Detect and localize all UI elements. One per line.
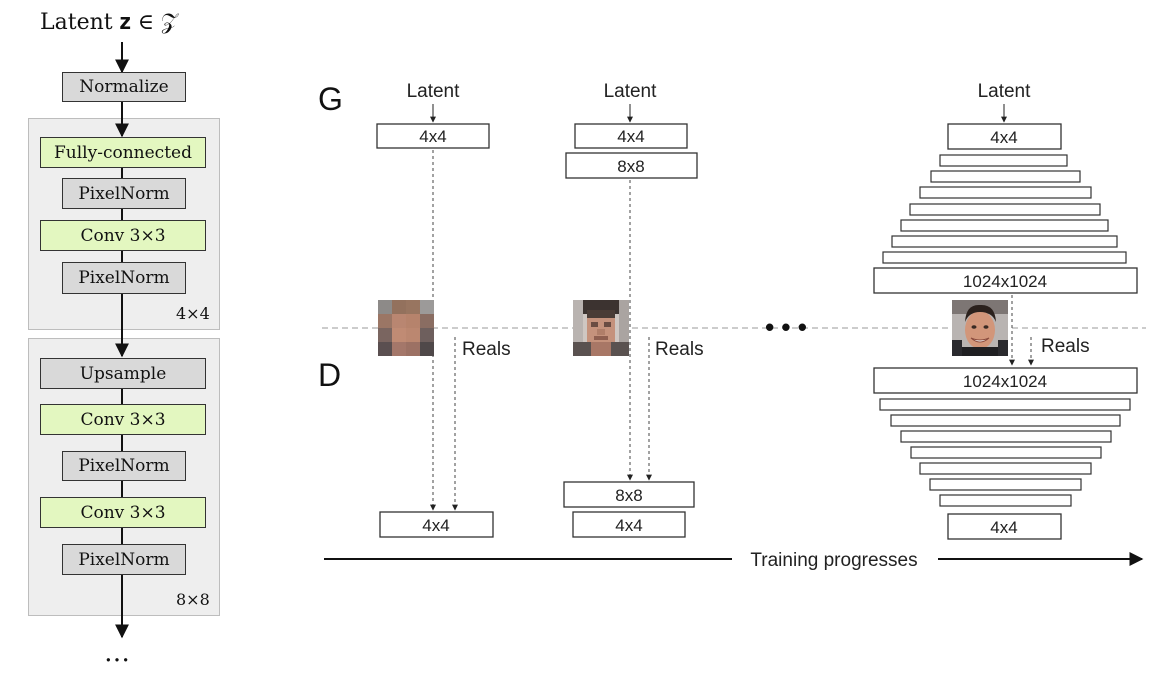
reals-label: Reals	[1041, 336, 1090, 357]
d-layer-intermediate	[929, 478, 1082, 491]
pixelnorm-layer: PixelNorm	[62, 262, 186, 294]
stage2-face-image	[573, 300, 629, 356]
axis-label: Training progresses	[750, 550, 917, 571]
normalize-layer: Normalize	[62, 72, 186, 102]
latent-label: Latent	[978, 81, 1032, 102]
d-layer-intermediate	[919, 462, 1092, 475]
pixelnorm-layer: PixelNorm	[62, 451, 186, 481]
fully-connected-layer: Fully-connected	[40, 137, 206, 168]
g-layer-8x8-label: 8x8	[617, 157, 644, 176]
block-8x8-label: 8×8	[176, 590, 210, 609]
g-layer-intermediate	[919, 186, 1092, 199]
d-intermediate-layers	[879, 398, 1131, 507]
d-layer-8x8	[563, 481, 695, 508]
g-layer-4x4-label: 4x4	[990, 128, 1017, 147]
g-layer-4x4-label: 4x4	[617, 127, 644, 146]
stage3-face-image	[952, 300, 1008, 356]
d-layer-8x8-label: 8x8	[615, 486, 642, 505]
d-label: D	[318, 357, 341, 393]
g-layer-1024-label: 1024x1024	[963, 272, 1047, 291]
g-layer-4x4	[376, 123, 490, 149]
pixelnorm-layer: PixelNorm	[62, 178, 186, 209]
g-layer-intermediate	[891, 235, 1118, 248]
d-layer-intermediate	[879, 398, 1131, 411]
g-label: G	[318, 81, 343, 117]
pixelnorm-layer: PixelNorm	[62, 544, 186, 575]
conv3x3-layer: Conv 3×3	[40, 497, 206, 528]
d-layer-1024	[873, 367, 1138, 394]
continuation-ellipsis: …	[104, 638, 130, 668]
d-layer-4x4-label: 4x4	[990, 518, 1017, 537]
d-layer-intermediate	[939, 494, 1072, 507]
g-layer-4x4	[574, 123, 688, 149]
reals-label: Reals	[462, 339, 511, 360]
g-intermediate-layers	[882, 154, 1127, 264]
d-layer-4x4	[379, 511, 494, 538]
g-layer-8x8	[565, 152, 698, 179]
d-layer-4x4	[947, 513, 1062, 540]
upsample-layer: Upsample	[40, 358, 206, 389]
d-layer-4x4-label: 4x4	[615, 516, 642, 535]
latent-label: Latent	[604, 81, 658, 102]
g-layer-intermediate	[930, 170, 1081, 183]
g-layer-4x4-label: 4x4	[419, 127, 446, 146]
stage1-face-image	[378, 300, 434, 356]
left-arch-connectors	[115, 42, 129, 639]
conv3x3-layer: Conv 3×3	[40, 404, 206, 435]
block-4x4-label: 4×4	[176, 304, 210, 323]
d-layer-1024-label: 1024x1024	[963, 372, 1047, 391]
g-layer-intermediate	[909, 203, 1101, 216]
d-layer-4x4-label: 4x4	[422, 516, 449, 535]
g-layer-intermediate	[882, 251, 1127, 264]
d-layer-4x4	[572, 511, 686, 538]
d-layer-intermediate	[910, 446, 1102, 459]
g-layer-intermediate	[900, 219, 1109, 232]
latent-header: Latent 𝐳 ∈ 𝒵	[40, 10, 178, 35]
reals-label: Reals	[655, 339, 704, 360]
stages-ellipsis: • • •	[765, 312, 807, 342]
conv3x3-layer: Conv 3×3	[40, 220, 206, 251]
g-layer-4x4	[947, 123, 1062, 150]
g-layer-1024	[873, 267, 1138, 294]
latent-label: Latent	[407, 81, 461, 102]
g-layer-intermediate	[939, 154, 1068, 167]
d-layer-intermediate	[890, 414, 1121, 427]
d-layer-intermediate	[900, 430, 1112, 443]
